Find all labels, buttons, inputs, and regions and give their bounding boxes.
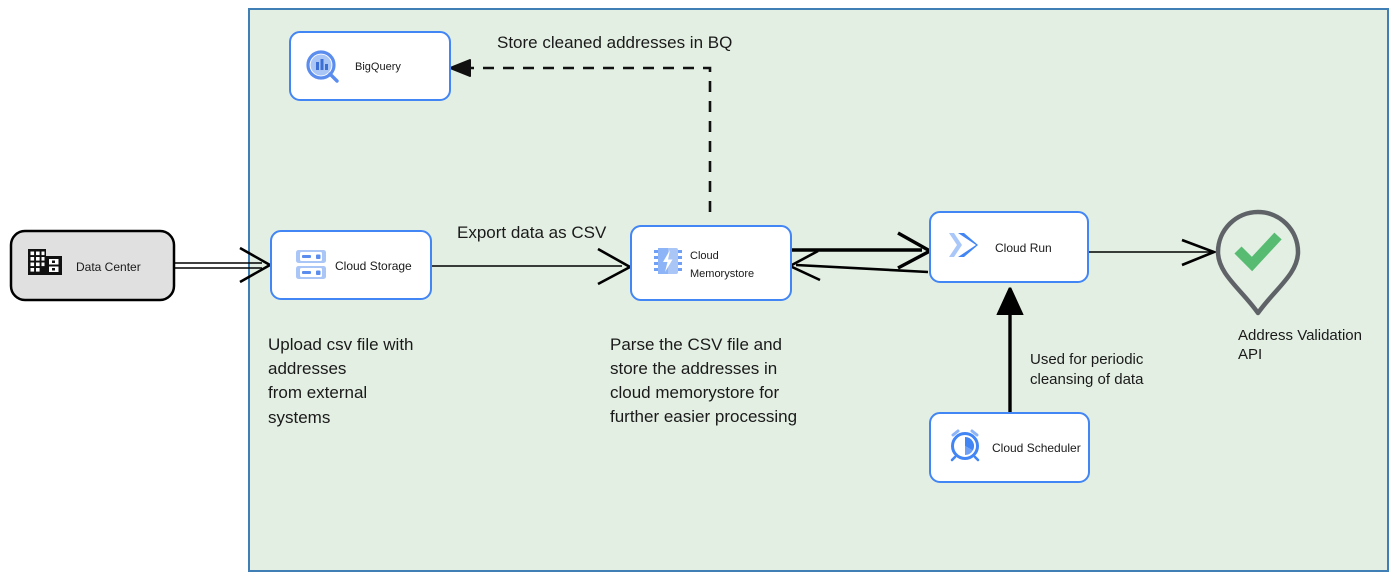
caption-parse-line1: Parse the CSV file and bbox=[610, 335, 782, 354]
caption-upload-line2: addresses bbox=[268, 359, 346, 378]
caption-upload-line1: Upload csv file with bbox=[268, 335, 414, 354]
node-label-cloud-storage: Cloud Storage bbox=[335, 259, 412, 273]
google-cloud-boundary bbox=[248, 8, 1389, 572]
node-label-data-center: Data Center bbox=[76, 260, 141, 274]
edge-label-store-in-bq: Store cleaned addresses in BQ bbox=[497, 33, 732, 52]
node-label-validation-api-line1: Address Validation bbox=[1238, 327, 1362, 344]
edge-cloudrun-to-validation-api bbox=[1089, 238, 1218, 267]
edge-label-export-csv: Export data as CSV bbox=[457, 223, 607, 242]
caption-parse-line2: store the addresses in bbox=[610, 359, 777, 378]
node-cloud-run[interactable]: Cloud Run bbox=[929, 211, 1089, 283]
node-bigquery[interactable]: BigQuery bbox=[289, 31, 451, 101]
cloud-run-icon bbox=[949, 233, 978, 257]
node-data-center[interactable]: Data Center bbox=[9, 229, 176, 302]
edge-label-scheduler-line1: Used for periodic bbox=[1030, 351, 1144, 368]
caption-parse-csv: Parse the CSV file and store the address… bbox=[610, 335, 797, 426]
node-address-validation-api[interactable]: Address Validation API bbox=[1215, 209, 1362, 363]
cloud-storage-icon bbox=[296, 250, 326, 279]
location-pin-check-icon bbox=[1215, 209, 1301, 316]
bigquery-icon bbox=[306, 50, 339, 83]
caption-upload-csv: Upload csv file with addresses from exte… bbox=[268, 335, 414, 427]
node-label-validation-api-line2: API bbox=[1238, 346, 1262, 363]
edge-label-scheduler-line2: cleansing of data bbox=[1030, 371, 1144, 388]
node-cloud-memorystore[interactable]: Cloud Memorystore bbox=[630, 225, 792, 301]
node-label-memorystore-line1: Cloud bbox=[690, 250, 719, 262]
caption-upload-line3: from external bbox=[268, 383, 367, 402]
cloud-memorystore-icon bbox=[654, 248, 682, 274]
node-label-cloud-scheduler: Cloud Scheduler bbox=[992, 441, 1081, 455]
node-label-bigquery: BigQuery bbox=[355, 61, 401, 73]
node-cloud-scheduler[interactable]: Cloud Scheduler bbox=[929, 412, 1090, 483]
cloud-scheduler-icon bbox=[950, 429, 980, 462]
node-label-memorystore-line2: Memorystore bbox=[690, 268, 754, 280]
data-center-icon bbox=[28, 249, 62, 275]
edge-memorystore-to-bigquery bbox=[449, 59, 712, 212]
caption-parse-line4: further easier processing bbox=[610, 407, 797, 426]
node-label-cloud-run: Cloud Run bbox=[995, 241, 1052, 255]
node-cloud-storage[interactable]: Cloud Storage bbox=[270, 230, 432, 300]
caption-upload-line4: systems bbox=[268, 408, 330, 427]
caption-parse-line3: cloud memorystore for bbox=[610, 383, 779, 402]
